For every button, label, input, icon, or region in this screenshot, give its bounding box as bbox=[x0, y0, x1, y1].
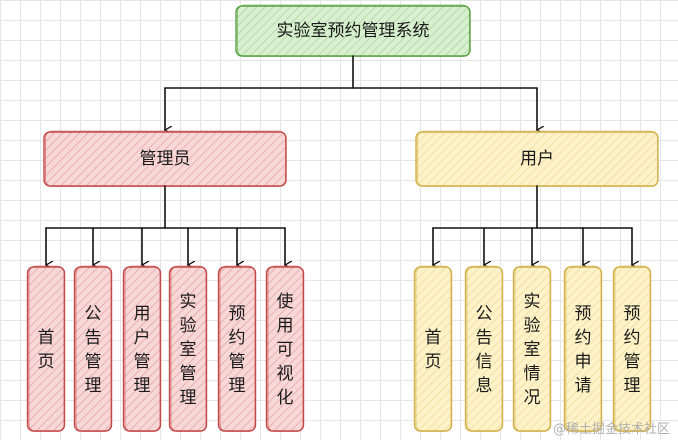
child-node: 实验室情况 bbox=[512, 265, 552, 432]
svg-text:用户管理: 用户管理 bbox=[134, 304, 151, 396]
svg-text:使用可视化: 使用可视化 bbox=[277, 291, 294, 408]
child-node: 实验室管理 bbox=[168, 265, 208, 432]
branch-node-1: 用户 bbox=[415, 130, 659, 187]
svg-text:预约管理: 预约管理 bbox=[229, 304, 246, 396]
child-node: 公告管理 bbox=[73, 265, 113, 432]
child-node: 预约管理 bbox=[612, 265, 652, 432]
svg-text:预约管理: 预约管理 bbox=[624, 304, 641, 396]
child-node: 预约申请 bbox=[563, 265, 603, 432]
svg-text:首页: 首页 bbox=[425, 328, 442, 372]
child-node: 首页 bbox=[26, 265, 66, 432]
svg-text:实验室管理: 实验室管理 bbox=[180, 292, 197, 408]
watermark: @稀土掘金技术社区 bbox=[552, 422, 670, 437]
svg-text:首页: 首页 bbox=[38, 328, 55, 372]
svg-text:预约申请: 预约申请 bbox=[575, 304, 592, 396]
svg-text:实验室预约管理系统: 实验室预约管理系统 bbox=[277, 21, 430, 41]
branch-node-0: 管理员 bbox=[43, 130, 287, 187]
child-node: 公告信息 bbox=[464, 265, 504, 432]
svg-text:用户: 用户 bbox=[520, 149, 554, 169]
child-node: 首页 bbox=[413, 265, 453, 432]
svg-text:公告信息: 公告信息 bbox=[476, 304, 493, 396]
svg-text:实验室情况: 实验室情况 bbox=[524, 292, 541, 408]
svg-text:公告管理: 公告管理 bbox=[85, 304, 102, 396]
child-node: 用户管理 bbox=[122, 265, 162, 432]
child-node: 预约管理 bbox=[217, 265, 257, 432]
svg-text:管理员: 管理员 bbox=[140, 149, 191, 169]
root-node: 实验室预约管理系统 bbox=[235, 4, 471, 57]
child-node: 使用可视化 bbox=[265, 265, 305, 432]
